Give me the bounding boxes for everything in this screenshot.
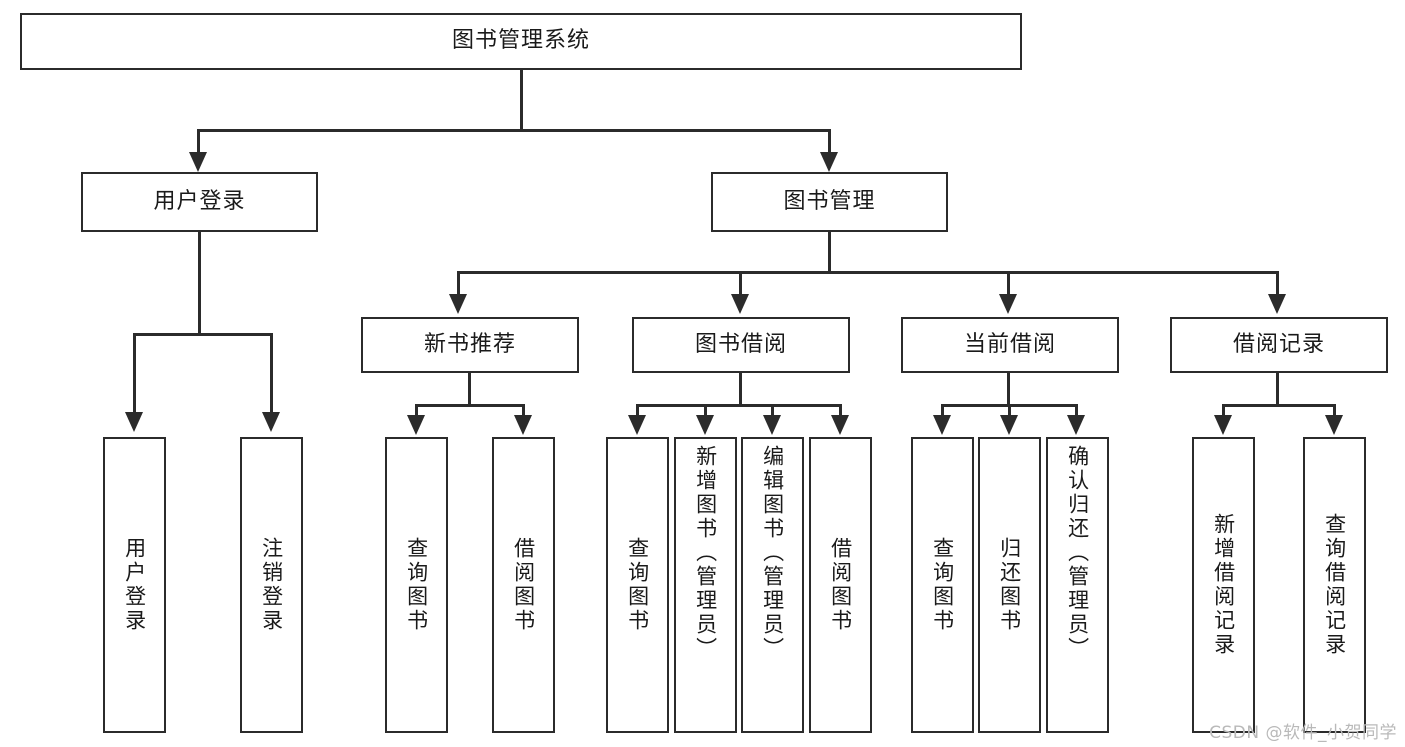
arrow-to-leaf-br-2 (1325, 415, 1343, 435)
arrow-to-leaf-user-login (125, 412, 143, 432)
leaf-query-borrow-record[interactable]: 查询借阅记录 (1303, 437, 1366, 733)
leaf-query-book-bb[interactable]: 查询图书 (606, 437, 669, 733)
arrow-to-borrow-record (1268, 294, 1286, 314)
node-new-book-recommend[interactable]: 新书推荐 (361, 317, 579, 373)
leaf-user-login[interactable]: 用户登录 (103, 437, 166, 733)
arrow-to-book-borrow (731, 294, 749, 314)
connector-cb-drop-1 (941, 404, 944, 418)
connector-nbr-drop-2 (522, 404, 525, 418)
connector-root-stem (520, 70, 523, 131)
arrow-to-current-borrow (999, 294, 1017, 314)
arrow-to-leaf-br-1 (1214, 415, 1232, 435)
connector-br-drop-1 (1222, 404, 1225, 418)
arrow-to-leaf-cb-3 (1067, 415, 1085, 435)
node-label: 查询借阅记录 (1322, 513, 1347, 657)
connector-user-login-stem (198, 232, 201, 335)
arrow-to-leaf-bb-4 (831, 415, 849, 435)
connector-nbr-stem (468, 373, 471, 407)
connector-br-bar (1222, 404, 1336, 407)
node-label: 图书管理系统 (451, 28, 590, 54)
connector-cb-stem (1007, 373, 1010, 407)
connector-user-login-drop-2 (270, 333, 273, 415)
node-label: 查询图书 (930, 537, 955, 633)
leaf-borrow-book-nbr[interactable]: 借阅图书 (492, 437, 555, 733)
node-label: 借阅图书 (511, 537, 536, 633)
node-label: 新增图书（管理员） (693, 445, 718, 661)
connector-br-drop-2 (1333, 404, 1336, 418)
node-label: 当前借阅 (963, 331, 1056, 357)
node-current-borrow[interactable]: 当前借阅 (901, 317, 1119, 373)
leaf-add-book-admin[interactable]: 新增图书（管理员） (674, 437, 737, 733)
connector-root-bar (197, 129, 831, 132)
connector-nbr-bar (415, 404, 525, 407)
connector-bm-drop-2 (739, 271, 742, 297)
arrow-to-leaf-logout (262, 412, 280, 432)
arrow-to-leaf-nbr-1 (407, 415, 425, 435)
connector-bb-stem (739, 373, 742, 407)
connector-book-manage-stem (828, 232, 831, 273)
node-label: 确认归还（管理员） (1065, 445, 1090, 661)
node-borrow-record[interactable]: 借阅记录 (1170, 317, 1388, 373)
node-book-manage[interactable]: 图书管理 (711, 172, 948, 232)
connector-bm-drop-3 (1007, 271, 1010, 297)
connector-bb-drop-2 (704, 404, 707, 418)
connector-bb-bar (636, 404, 842, 407)
arrow-to-new-book-recommend (449, 294, 467, 314)
node-root-system[interactable]: 图书管理系统 (20, 13, 1022, 70)
node-label: 新书推荐 (423, 331, 516, 357)
leaf-query-book-nbr[interactable]: 查询图书 (385, 437, 448, 733)
node-label: 借阅图书 (828, 537, 853, 633)
arrow-to-user-login (189, 152, 207, 172)
leaf-return-book[interactable]: 归还图书 (978, 437, 1041, 733)
connector-user-login-bar (133, 333, 273, 336)
leaf-logout[interactable]: 注销登录 (240, 437, 303, 733)
leaf-confirm-return-admin[interactable]: 确认归还（管理员） (1046, 437, 1109, 733)
connector-bb-drop-1 (636, 404, 639, 418)
node-label: 查询图书 (625, 537, 650, 633)
node-label: 注销登录 (259, 537, 284, 633)
arrow-to-leaf-cb-1 (933, 415, 951, 435)
node-label: 查询图书 (404, 537, 429, 633)
arrow-to-leaf-bb-2 (696, 415, 714, 435)
arrow-to-leaf-bb-1 (628, 415, 646, 435)
leaf-query-book-cb[interactable]: 查询图书 (911, 437, 974, 733)
node-label: 图书管理 (783, 188, 876, 214)
connector-bm-drop-4 (1276, 271, 1279, 297)
connector-nbr-drop-1 (415, 404, 418, 418)
leaf-borrow-book-bb[interactable]: 借阅图书 (809, 437, 872, 733)
arrow-to-book-manage (820, 152, 838, 172)
connector-bb-drop-4 (839, 404, 842, 418)
leaf-edit-book-admin[interactable]: 编辑图书（管理员） (741, 437, 804, 733)
connector-root-drop-left (197, 129, 200, 155)
connector-br-stem (1276, 373, 1279, 407)
csdn-watermark: CSDN @软件_小贺同学 (1209, 723, 1397, 743)
node-label: 用户登录 (122, 537, 147, 633)
connector-cb-drop-2 (1008, 404, 1011, 418)
arrow-to-leaf-nbr-2 (514, 415, 532, 435)
node-label: 新增借阅记录 (1211, 513, 1236, 657)
node-label: 图书借阅 (694, 331, 787, 357)
connector-book-manage-bar (457, 271, 1278, 274)
connector-user-login-drop-1 (133, 333, 136, 415)
node-label: 用户登录 (153, 188, 246, 214)
connector-root-drop-right (828, 129, 831, 155)
node-user-login[interactable]: 用户登录 (81, 172, 318, 232)
node-label: 归还图书 (997, 537, 1022, 633)
connector-cb-drop-3 (1075, 404, 1078, 418)
leaf-add-borrow-record[interactable]: 新增借阅记录 (1192, 437, 1255, 733)
node-label: 编辑图书（管理员） (760, 445, 785, 661)
connector-bb-drop-3 (771, 404, 774, 418)
node-book-borrow[interactable]: 图书借阅 (632, 317, 850, 373)
arrow-to-leaf-bb-3 (763, 415, 781, 435)
arrow-to-leaf-cb-2 (1000, 415, 1018, 435)
node-label: 借阅记录 (1232, 331, 1325, 357)
connector-bm-drop-1 (457, 271, 460, 297)
